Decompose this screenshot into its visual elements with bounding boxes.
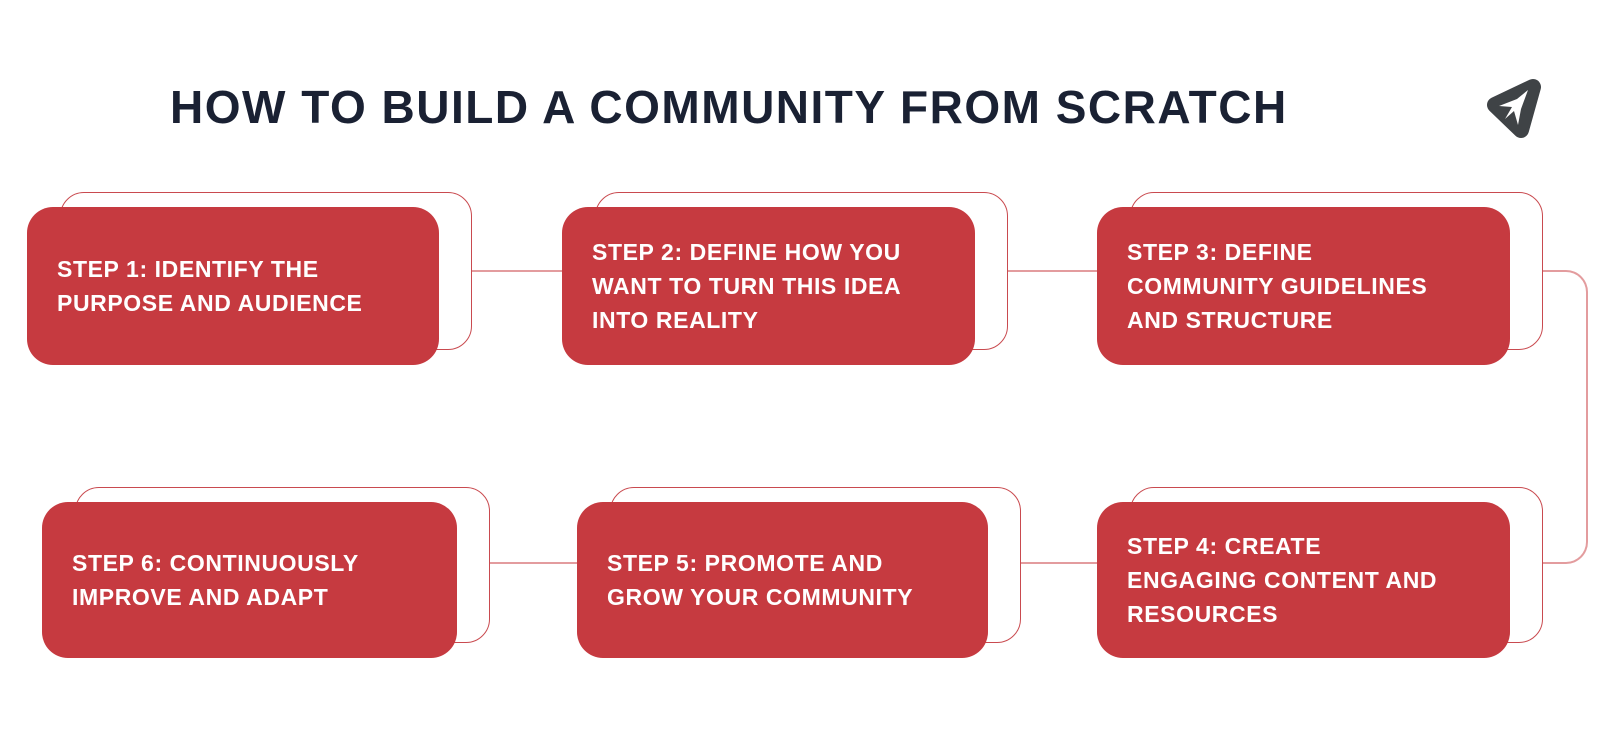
connector-step3-step4-loop: [1543, 270, 1588, 564]
step-2-label: STEP 2: DEFINE HOW YOU WANT TO TURN THIS…: [592, 239, 902, 333]
paper-plane-icon: [1487, 79, 1541, 138]
step-6-label: STEP 6: CONTINUOUSLY IMPROVE AND ADAPT: [72, 550, 359, 610]
connector-step5-step6: [490, 562, 577, 564]
step-6-group: STEP 6: CONTINUOUSLY IMPROVE AND ADAPT: [42, 487, 490, 658]
step-1-group: STEP 1: IDENTIFY THE PURPOSE AND AUDIENC…: [27, 192, 472, 365]
connector-step4-step5: [1021, 562, 1097, 564]
step-5-label: STEP 5: PROMOTE AND GROW YOUR COMMUNITY: [607, 550, 914, 610]
page-title: HOW TO BUILD A COMMUNITY FROM SCRATCH: [170, 81, 1288, 133]
step-1-card: STEP 1: IDENTIFY THE PURPOSE AND AUDIENC…: [27, 207, 439, 365]
step-5-group: STEP 5: PROMOTE AND GROW YOUR COMMUNITY: [577, 487, 1021, 658]
brand-logo: [1484, 76, 1548, 142]
step-5-card: STEP 5: PROMOTE AND GROW YOUR COMMUNITY: [577, 502, 988, 658]
step-2-card: STEP 2: DEFINE HOW YOU WANT TO TURN THIS…: [562, 207, 975, 365]
step-3-group: STEP 3: DEFINE COMMUNITY GUIDELINES AND …: [1097, 192, 1543, 365]
connector-step2-step3: [1008, 270, 1097, 272]
step-3-label: STEP 3: DEFINE COMMUNITY GUIDELINES AND …: [1127, 239, 1428, 333]
step-4-label: STEP 4: CREATE ENGAGING CONTENT AND RESO…: [1127, 533, 1438, 627]
step-4-group: STEP 4: CREATE ENGAGING CONTENT AND RESO…: [1097, 487, 1543, 658]
step-4-card: STEP 4: CREATE ENGAGING CONTENT AND RESO…: [1097, 502, 1510, 658]
connector-step1-step2: [472, 270, 562, 272]
step-6-card: STEP 6: CONTINUOUSLY IMPROVE AND ADAPT: [42, 502, 457, 658]
step-1-label: STEP 1: IDENTIFY THE PURPOSE AND AUDIENC…: [57, 256, 363, 316]
step-2-group: STEP 2: DEFINE HOW YOU WANT TO TURN THIS…: [562, 192, 1008, 365]
step-3-card: STEP 3: DEFINE COMMUNITY GUIDELINES AND …: [1097, 207, 1510, 365]
